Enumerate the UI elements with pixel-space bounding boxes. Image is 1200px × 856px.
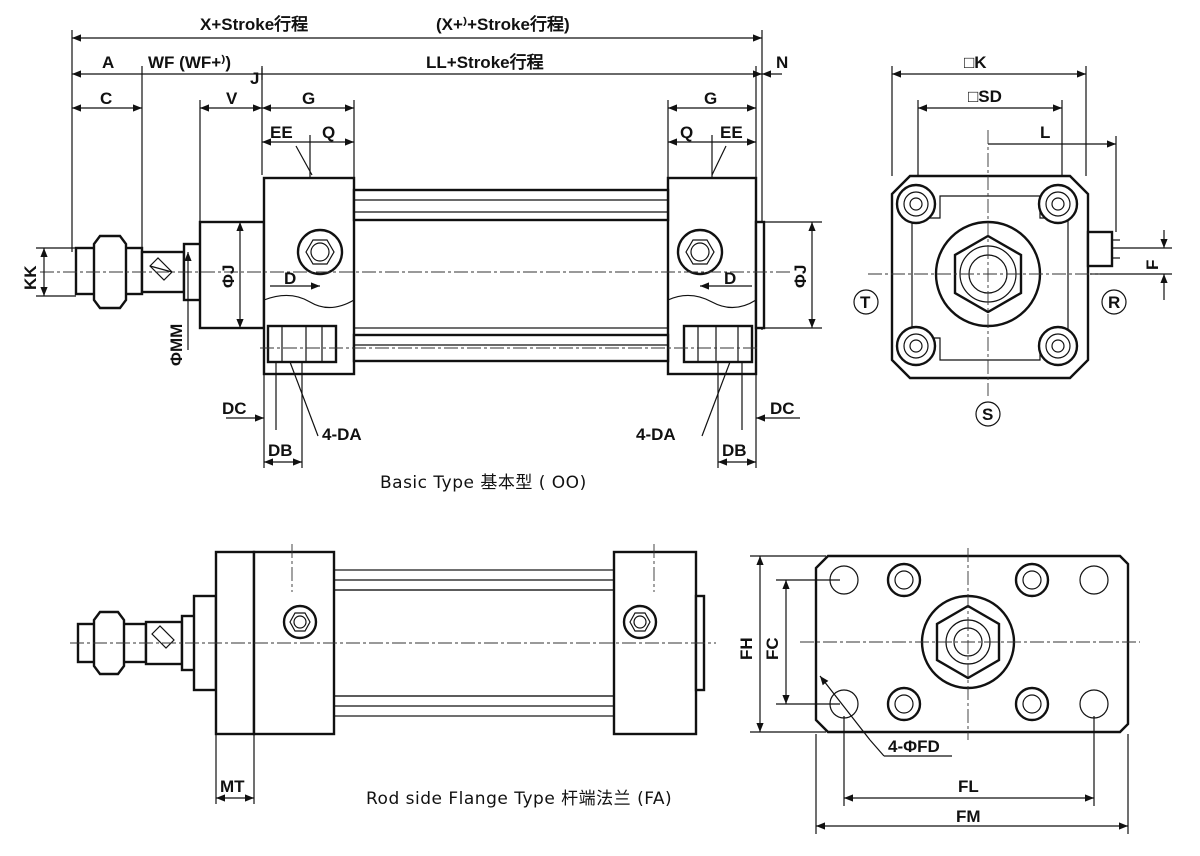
x-stroke-label: X+Stroke行程 <box>200 14 308 34</box>
tie-rod-nut-top-left <box>895 183 937 225</box>
basic-type-caption: Basic Type 基本型 ( OO) <box>380 473 587 493</box>
dc-label-right: DC <box>770 399 795 418</box>
a-label: A <box>102 53 114 72</box>
db-label-right: DB <box>722 441 747 460</box>
d-label-left: D <box>284 269 296 288</box>
flange-tie-rod-nut-br <box>1014 686 1050 722</box>
x-stroke-alt-label: (X+⁾+Stroke行程) <box>436 14 570 34</box>
mt-label: MT <box>220 777 245 796</box>
phi-j-label-left: ΦJ <box>219 265 238 288</box>
four-da-label-right: 4-DA <box>636 425 676 444</box>
db-label-left: DB <box>268 441 293 460</box>
q-label-right: Q <box>680 123 693 142</box>
flange-tie-rod-nut-tr <box>1014 562 1050 598</box>
flange-type-side-view: MT <box>70 544 716 804</box>
sd-label: □SD <box>968 87 1002 106</box>
port-fitting-right <box>676 228 724 276</box>
flange-type-end-view: FH FC 4-ΦFD FL FM <box>737 548 1140 834</box>
flange-tie-rod-nut-tl <box>886 562 922 598</box>
tie-rod-nut-bottom-left <box>895 325 937 367</box>
q-label-left: Q <box>322 123 335 142</box>
fl-label: FL <box>958 777 979 796</box>
g-label-right: G <box>704 89 717 108</box>
s-marker-circle <box>975 401 1001 427</box>
c-label: C <box>100 89 112 108</box>
flange-tie-rod-nut-bl <box>886 686 922 722</box>
wf-label: WF (WF+⁾) <box>148 53 231 72</box>
phi-j-label-right: ΦJ <box>791 265 810 288</box>
r-marker-circle <box>1101 289 1127 315</box>
j-label: J <box>250 69 259 88</box>
k-label: □K <box>964 53 987 72</box>
flange-port-left <box>282 604 318 640</box>
v-label: V <box>226 89 238 108</box>
dc-label-left: DC <box>222 399 247 418</box>
tie-rod-nut-bottom-right <box>1037 325 1079 367</box>
d-label-right: D <box>724 269 736 288</box>
fh-label: FH <box>737 637 756 660</box>
s-label: S <box>982 405 993 424</box>
port-fitting-left <box>296 228 344 276</box>
flange-port-right <box>622 604 658 640</box>
t-label: T <box>860 293 871 312</box>
basic-type-side-view: X+Stroke行程 (X+⁾+Stroke行程) LL+Stroke行程 A … <box>21 14 822 468</box>
r-label: R <box>1108 293 1120 312</box>
phi-mm-label: ΦMM <box>167 324 186 366</box>
fm-label: FM <box>956 807 981 826</box>
four-fd-label: 4-ΦFD <box>888 737 940 756</box>
fc-label: FC <box>763 637 782 660</box>
flange-type-caption: Rod side Flange Type 杆端法兰 (FA) <box>366 789 672 809</box>
basic-type-end-view: □K □SD L F T R S <box>853 53 1172 427</box>
t-marker-circle <box>853 289 879 315</box>
ll-stroke-label: LL+Stroke行程 <box>426 52 544 72</box>
ee-label-right: EE <box>720 123 743 142</box>
f-label: F <box>1143 260 1162 270</box>
flange-mount-hole-tr <box>1079 565 1109 595</box>
four-da-label-left: 4-DA <box>322 425 362 444</box>
tie-rod-nut-top-right <box>1037 183 1079 225</box>
n-label: N <box>776 53 788 72</box>
kk-label: KK <box>21 265 40 290</box>
g-label-left: G <box>302 89 315 108</box>
ee-label-left: EE <box>270 123 293 142</box>
l-label: L <box>1040 123 1050 142</box>
